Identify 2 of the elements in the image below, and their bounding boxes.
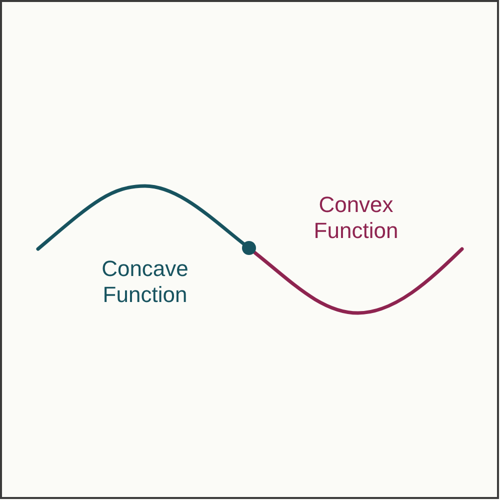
curve-label: Convex Function <box>312 192 400 244</box>
curve-label: Concave Function <box>100 256 190 308</box>
